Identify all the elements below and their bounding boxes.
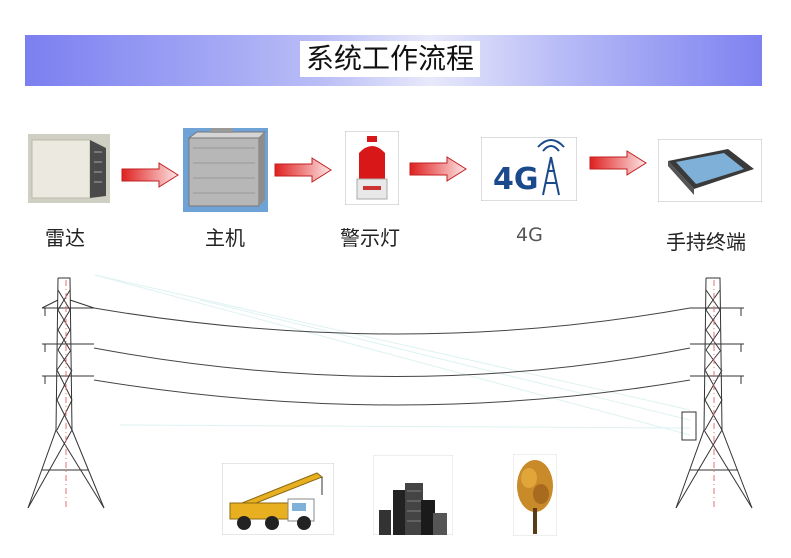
right-pylon bbox=[675, 277, 753, 509]
4g-network-image: 4G bbox=[481, 137, 577, 201]
4g-label: 4G bbox=[516, 224, 543, 246]
alarm-light-label: 警示灯 bbox=[340, 226, 400, 250]
handheld-terminal-image bbox=[658, 139, 762, 202]
left-pylon bbox=[27, 277, 105, 509]
4g-logo-text: 4G bbox=[493, 162, 539, 197]
buildings-image bbox=[373, 455, 453, 535]
power-conductors bbox=[93, 307, 691, 406]
host-image bbox=[183, 128, 268, 212]
host-label: 主机 bbox=[205, 226, 245, 250]
crane-truck-image bbox=[222, 463, 334, 535]
alarm-light-image bbox=[345, 131, 399, 205]
handheld-terminal-label: 手持终端 bbox=[666, 230, 746, 254]
radar-image bbox=[28, 134, 110, 203]
tree-image bbox=[513, 454, 557, 536]
radar-label: 雷达 bbox=[45, 226, 85, 250]
page-title: 系统工作流程 bbox=[300, 41, 481, 77]
